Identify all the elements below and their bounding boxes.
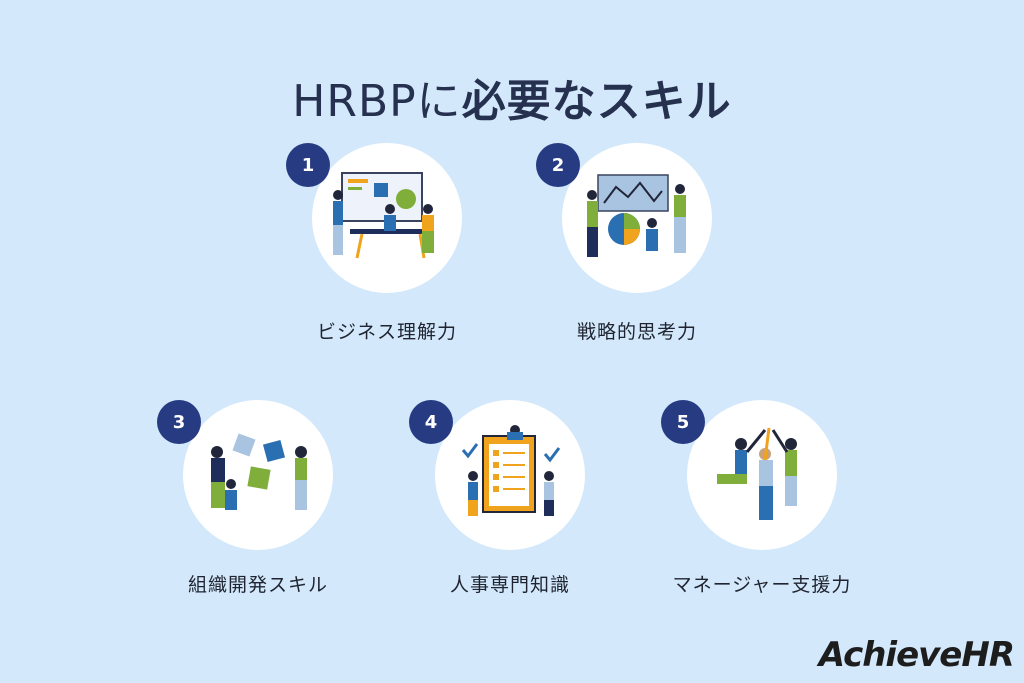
skill-label: 組織開発スキル bbox=[187, 574, 328, 596]
skill-illustration-manager-support bbox=[687, 400, 837, 550]
skill-label: 戦略的思考力 bbox=[576, 321, 697, 343]
step-number-badge: 2 bbox=[536, 143, 580, 187]
meeting-illustration bbox=[333, 172, 434, 259]
title-emphasis: 必要なスキル bbox=[461, 76, 732, 128]
skill-illustration-strategy bbox=[562, 143, 712, 293]
title-prefix: HRBPに bbox=[292, 76, 462, 128]
high-five-illustration bbox=[717, 427, 797, 520]
step-number-badge: 4 bbox=[409, 400, 453, 444]
skill-label: マネージャー支援力 bbox=[672, 574, 852, 596]
chart-board-illustration bbox=[587, 174, 686, 257]
achievehr-logo: AchieveHR bbox=[818, 635, 1015, 675]
skill-illustration-hr-expertise bbox=[435, 400, 585, 550]
puzzle-team-illustration bbox=[211, 433, 307, 510]
step-number-badge: 3 bbox=[157, 400, 201, 444]
skill-label: 人事専門知識 bbox=[449, 574, 570, 596]
skill-illustration-org-dev bbox=[183, 400, 333, 550]
page-title: HRBPに必要なスキル bbox=[0, 65, 1024, 129]
skill-illustration-business bbox=[312, 143, 462, 293]
step-number-badge: 5 bbox=[661, 400, 705, 444]
checklist-illustration bbox=[461, 425, 561, 516]
skill-label: ビジネス理解力 bbox=[316, 321, 457, 343]
step-number-badge: 1 bbox=[286, 143, 330, 187]
